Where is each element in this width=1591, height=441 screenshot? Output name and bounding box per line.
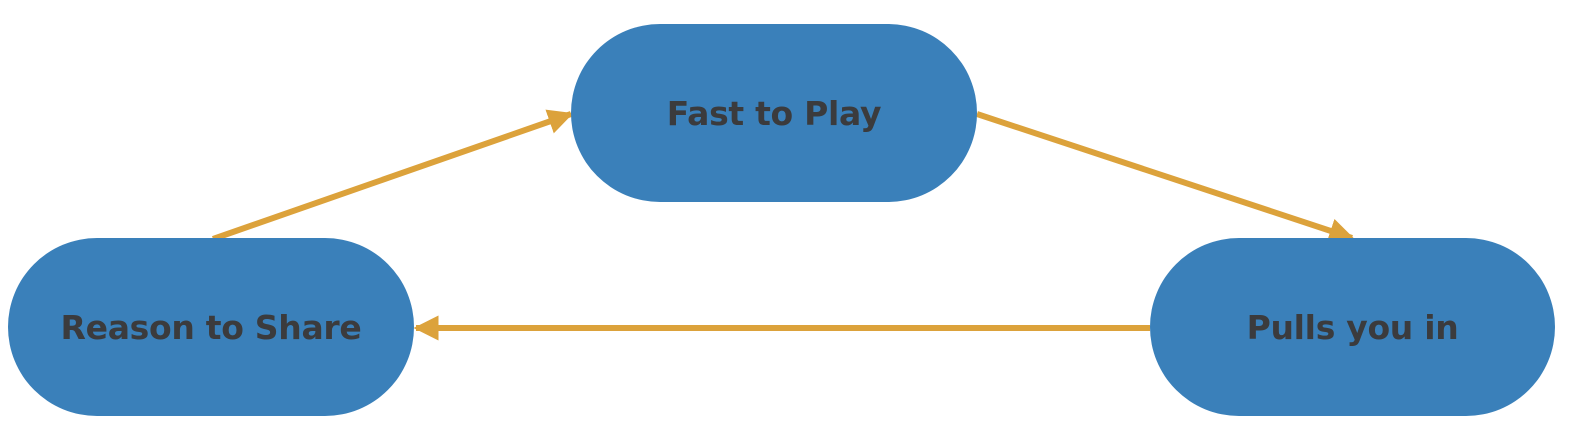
node-fast-to-play[interactable]: Fast to Play <box>571 24 977 202</box>
edge-share-to-fast <box>212 109 574 242</box>
node-label-fast-to-play: Fast to Play <box>666 93 882 133</box>
edge-fast-to-pulls <box>976 111 1355 243</box>
node-label-pulls-you-in: Pulls you in <box>1246 307 1459 347</box>
node-pulls-you-in[interactable]: Pulls you in <box>1150 238 1555 416</box>
node-label-reason-to-share: Reason to Share <box>60 307 362 347</box>
node-reason-to-share[interactable]: Reason to Share <box>8 238 414 416</box>
